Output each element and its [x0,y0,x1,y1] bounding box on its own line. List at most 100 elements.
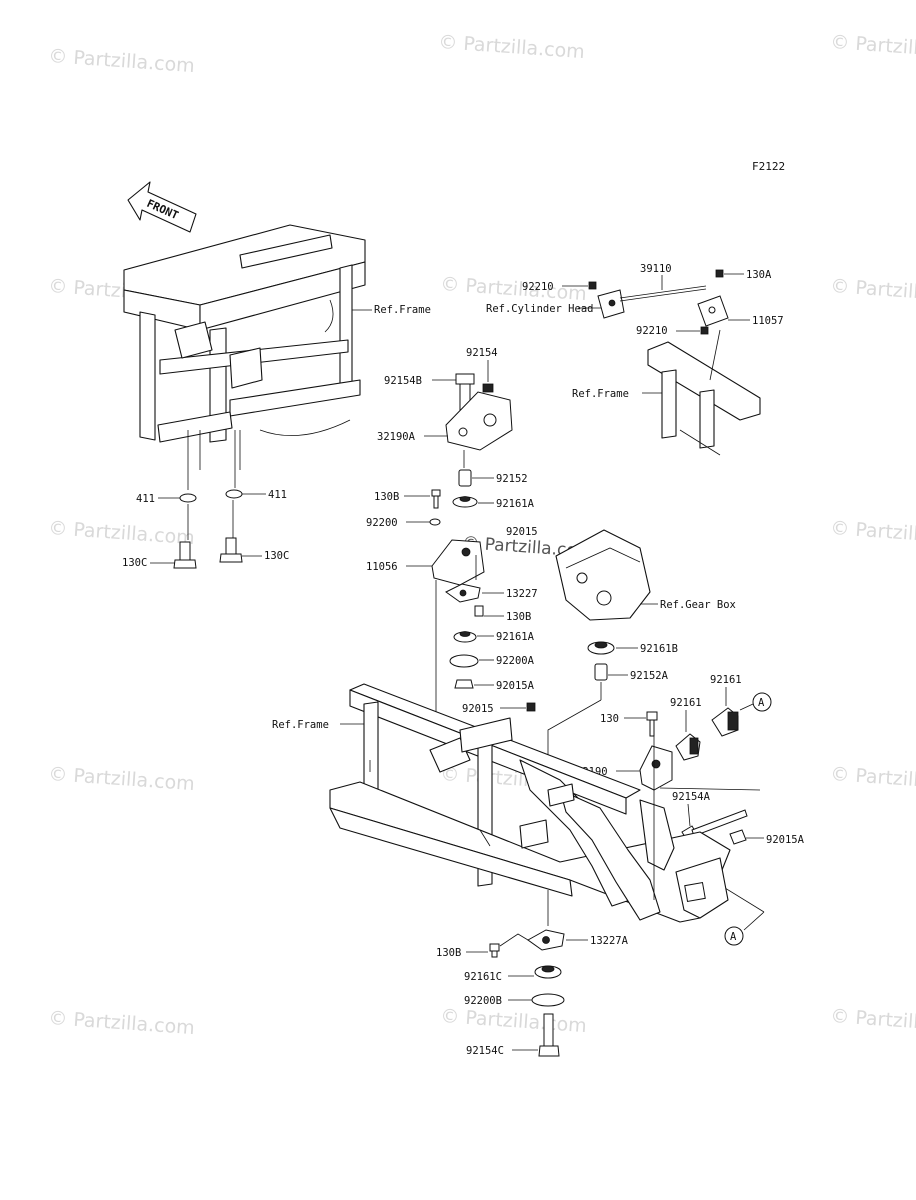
ref-frame-top-right: Ref.Frame [572,388,629,400]
label-411-right: 411 [268,489,287,501]
ref-frame-top-left: Ref.Frame [374,304,431,316]
bolt-130c-right [219,537,243,563]
watermark: © Partzilla.com [440,1005,588,1037]
label-92154c: 92154C [466,1045,504,1057]
plate-13227a [527,929,565,951]
washer-92200 [429,518,441,526]
nut-92015a-mid [454,679,474,689]
diagram-code: F2122 [752,160,785,173]
label-92161a-mid: 92161A [496,631,535,643]
label-92015a-right: 92015A [766,834,805,846]
cable-bracket [597,289,625,319]
collar-92152 [458,469,472,487]
nut-92154 [482,383,494,393]
watermark: © Partzilla.com [48,1007,196,1039]
watermark: © Partzilla.com [830,31,916,63]
gear-box [555,529,651,621]
label-130b-low: 130B [436,947,461,959]
label-130b-mid: 130B [506,611,531,623]
label-92015a-mid: 92015A [496,680,535,692]
bolt-130c-left [173,541,197,569]
bolt-130b-top [431,489,441,509]
plate-13227 [445,583,481,603]
washer-92200a [449,654,479,668]
label-13227: 13227 [506,588,538,600]
rubber-mount-92161-mid [675,733,701,761]
bracket-11057 [697,295,729,327]
watermark: © Partzilla.com [830,275,916,307]
label-92015: 92015 [506,526,538,538]
label-92161-right: 92161 [710,674,742,686]
rubber-92161b [587,641,615,655]
rubber-92161c [534,965,562,979]
label-92015-low: 92015 [462,703,494,715]
label-130c-right: 130C [264,550,289,562]
watermark: © Partzilla.com [830,1005,916,1037]
watermark: © Partzilla.com [830,517,916,549]
washer-411-right [225,489,243,499]
rubber-92161a-mid [453,631,477,643]
front-arrow-icon: FRONT [127,181,197,233]
watermark: © Partzilla.com [440,273,588,305]
label-32190a: 32190A [377,431,416,443]
bracket-32190a [445,391,513,451]
cable-39110 [619,285,707,299]
label-92161c: 92161C [464,971,502,983]
frame-top-right [647,329,761,456]
ref-frame-bottom: Ref.Frame [272,719,329,731]
label-11056: 11056 [366,561,398,573]
bolt-92154b [455,373,475,413]
label-92210-top: 92210 [522,281,554,293]
watermark: © Partzilla.com [48,45,196,77]
label-92152a: 92152A [630,670,669,682]
label-92154a: 92154A [672,791,711,803]
watermark: © Partzilla.com [48,517,196,549]
main-frame [329,683,731,923]
nut-92015a-right [729,829,747,845]
label-130b-top: 130B [374,491,399,503]
label-411-left: 411 [136,493,155,505]
label-92152: 92152 [496,473,528,485]
label-130: 130 [600,713,619,725]
label-11057: 11057 [752,315,784,327]
bracket-32190 [639,745,673,791]
collar-92152a [594,663,608,681]
label-92200b: 92200B [464,995,502,1007]
watermark: © Partzilla.com [48,763,196,795]
watermark: © Partzilla.com [830,763,916,795]
watermark: © Partzilla.com [438,31,586,63]
callout-a-top [752,692,772,712]
label-92161a-top: 92161A [496,498,535,510]
nut-92015-low [526,702,536,712]
label-92200: 92200 [366,517,398,529]
bolt-130b-low [489,943,500,958]
label-92161-mid: 92161 [670,697,702,709]
callout-a-top-letter: A [758,697,765,709]
label-130a: 130A [746,269,772,281]
ref-cylinder-head: Ref.Cylinder Head [486,303,593,315]
bolt-130a [715,269,724,278]
label-130c-left: 130C [122,557,147,569]
bolt-92154c [538,1013,560,1057]
label-13227a: 13227A [590,935,629,947]
label-92200a: 92200A [496,655,535,667]
bolt-130 [646,711,658,737]
nut-92210-low [700,326,709,335]
label-92210-low: 92210 [636,325,668,337]
washer-92200b [531,993,565,1007]
label-92154: 92154 [466,347,498,359]
ref-gear-box: Ref.Gear Box [660,599,736,611]
label-92154b: 92154B [384,375,422,387]
bolt-130b-mid [474,605,484,617]
rubber-mount-92161-right [711,707,739,737]
nut-92210-top [588,281,597,290]
label-39110: 39110 [640,263,672,275]
frame-top-left [123,224,366,470]
callout-a-bottom-letter: A [730,931,737,943]
callout-a-bottom [724,926,744,946]
washer-411-left [179,493,197,503]
label-92161b: 92161B [640,643,678,655]
rubber-92161a-top [452,496,478,508]
